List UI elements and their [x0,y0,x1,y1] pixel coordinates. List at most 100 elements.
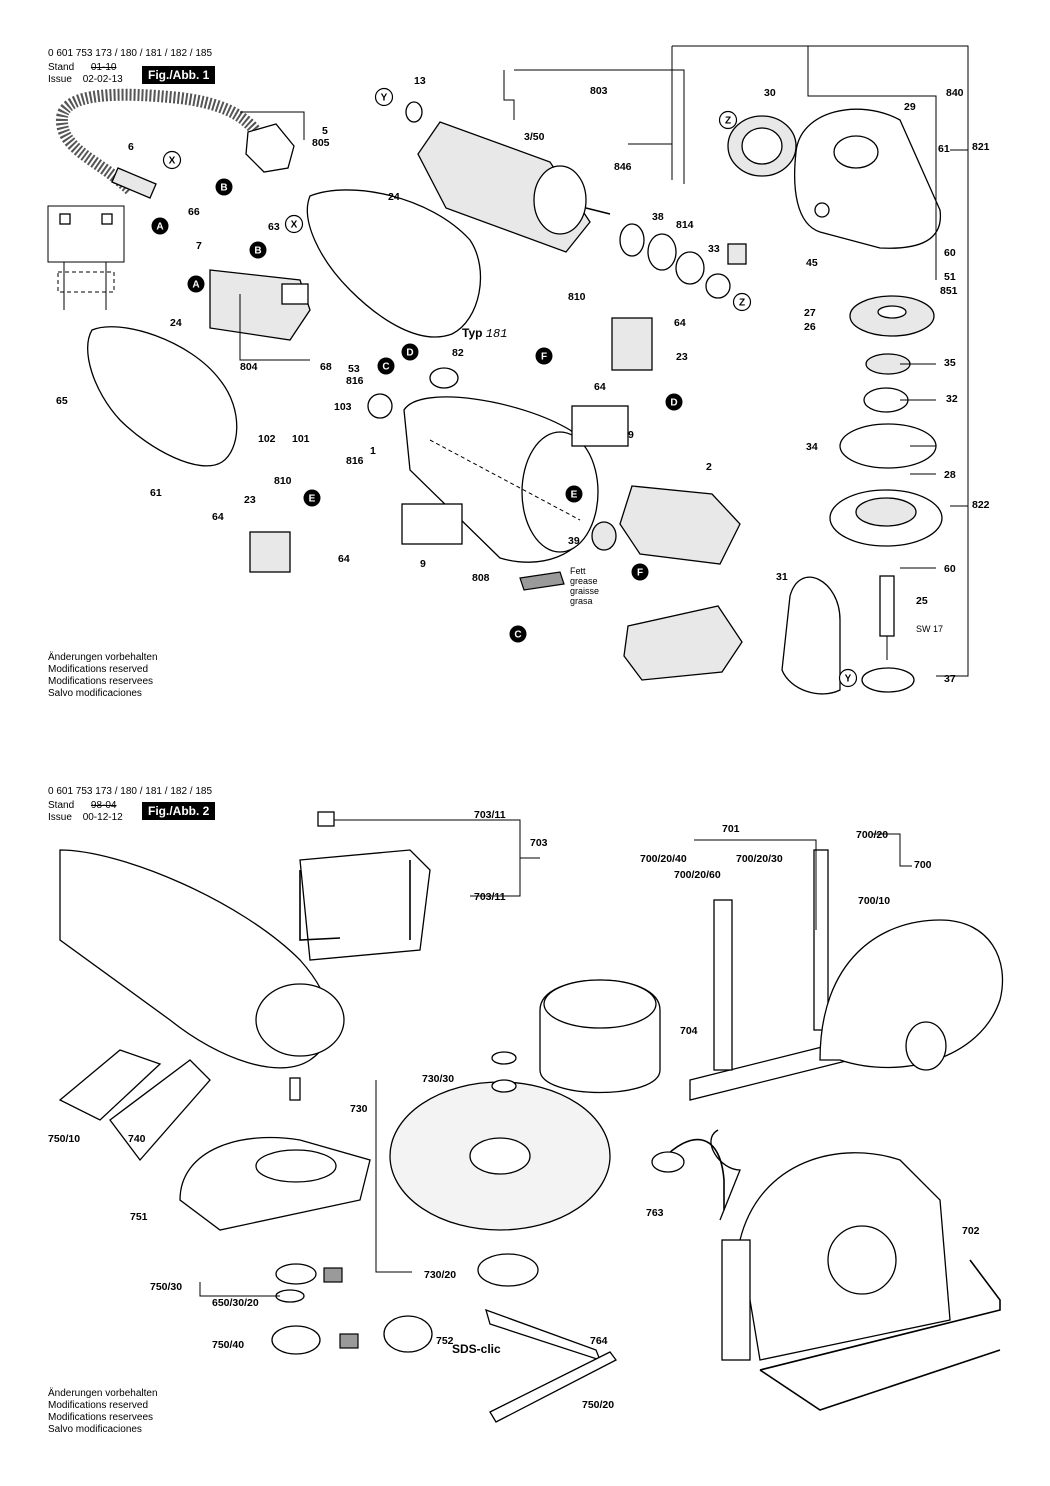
bevel-gear-icon [727,115,935,337]
circuit-schematic [47,205,125,310]
bearing-flange-icon [781,353,943,695]
angle-grinder-body [59,849,345,1101]
fig1-callout-851: 851 [940,285,958,297]
fig2-issue-label: Issue [48,812,72,823]
fig2-callout-702: 702 [962,1225,980,1237]
armature-icon [405,101,611,253]
marker-letter: X [291,220,298,231]
fig1-callout-808: 808 [472,572,490,584]
fig1-callout-32: 32 [946,393,958,405]
marker-y: Y [838,668,858,688]
fig1-callout-64: 64 [338,553,350,565]
fig1-callout-816: 816 [346,455,364,467]
fig2-stand-value: 98-04 [90,800,117,811]
fig1-callout-38: 38 [652,211,664,223]
fig2-callout-730-20: 730/20 [424,1269,456,1281]
fig1-callout-5: 5 [322,125,328,137]
marker-letter: Z [739,298,745,309]
fig1-callout-39: 39 [568,535,580,547]
grease-note-es: grasa [570,596,593,606]
fig1-callout-846: 846 [614,161,632,173]
marker-y: Y [374,87,394,107]
fig1-issue: Issue 02-02-13 [48,74,123,86]
fig1-callout-45: 45 [806,257,818,269]
fig2-callout-764: 764 [590,1335,608,1347]
fig1-callout-1: 1 [370,445,376,457]
fig1-callout-102: 102 [258,433,276,445]
grease-note: Fett grease graisse grasa [570,566,599,606]
fig2-callout-700-20-30: 700/20/30 [736,853,783,865]
fig1-callout-66: 66 [188,206,200,218]
marker-f: F [631,563,649,581]
fig1-issue-label: Issue [48,74,72,85]
sw-label: SW 17 [916,624,944,634]
marker-f: F [535,347,553,365]
fig1-stand-value: 01-10 [90,62,117,73]
fig1-callout-804: 804 [240,361,258,373]
fig2-callout-752: 752 [436,1335,454,1347]
fig2-callout-700-20-60: 700/20/60 [674,869,721,881]
marker-letter: F [541,352,547,363]
grease-note-en: grease [570,576,598,586]
fig2-callout-700-10: 700/10 [858,895,890,907]
fig1-callout-53: 53 [348,363,360,375]
fig2-callout-730-30: 730/30 [422,1073,454,1085]
fig1-stand: Stand 01-10 [48,62,117,74]
marker-letter: C [514,630,521,641]
fig1-callout-24: 24 [170,317,182,329]
fig1-callout-37: 37 [944,673,956,685]
fig1-callout-9: 9 [628,429,634,441]
marker-letter: B [254,246,261,257]
marker-letter: Z [725,116,731,127]
fig2-callout-750-30: 750/30 [150,1281,182,1293]
fig1-callout-810: 810 [274,475,292,487]
cutting-stand-icon [689,849,1004,1101]
fig2-callout-763: 763 [646,1207,664,1219]
fig2-note-fr: Modifications reservees [48,1412,154,1423]
fig1-callout-810: 810 [568,291,586,303]
fig2-callout-700: 700 [914,859,932,871]
fig1-badge: Fig./Abb. 1 [142,66,216,84]
fig1-callout-61: 61 [150,487,162,499]
fig2-note-es: Salvo modificaciones [48,1424,142,1435]
fig2-callout-700-20: 700/20 [856,829,888,841]
fig1-callout-31: 31 [776,571,788,583]
guard-icon [179,1136,371,1231]
marker-d: D [401,343,419,361]
marker-e: E [303,489,321,507]
fig1-callout-7: 7 [196,240,202,252]
fig1-callout-34: 34 [806,441,818,453]
fig1-callout-816: 816 [346,375,364,387]
fig1-callout-63: 63 [268,221,280,233]
clamp-bracket-icon [299,811,431,961]
dust-extraction-hood-icon [651,1129,1001,1411]
fig2-issue-value: 00-12-12 [82,812,123,823]
typ-value: 181 [485,327,508,341]
fig1-note-fr: Modifications reservees [48,676,154,687]
fig1-callout-103: 103 [334,401,352,413]
fig1-callout-68: 68 [320,361,332,373]
side-handle-icon [58,1049,211,1162]
fig1-note-es: Salvo modificaciones [48,688,142,699]
fig1-callout-30: 30 [764,87,776,99]
typ-label-text: Typ [462,326,483,340]
marker-letter: C [382,362,389,373]
marker-letter: F [637,568,643,579]
motor-housing-icon [403,396,599,563]
grease-note-fr: graisse [570,586,600,596]
marker-letter: X [169,156,176,167]
fig1-callout-28: 28 [944,469,956,481]
fig1-callout-64: 64 [594,381,606,393]
fig2-issue: Issue 00-12-12 [48,812,123,824]
marker-a: A [151,217,169,235]
grease-note-de: Fett [570,566,586,576]
fig1-callout-805: 805 [312,137,330,149]
fig1-callout-24: 24 [388,191,400,203]
fig1-callout-822: 822 [972,499,990,511]
fig2-stand-label: Stand [48,800,75,811]
pin-spanner-icon [485,1308,617,1423]
fig1-callout-803: 803 [590,85,608,97]
marker-letter: A [192,280,199,291]
marker-letter: A [156,222,163,233]
